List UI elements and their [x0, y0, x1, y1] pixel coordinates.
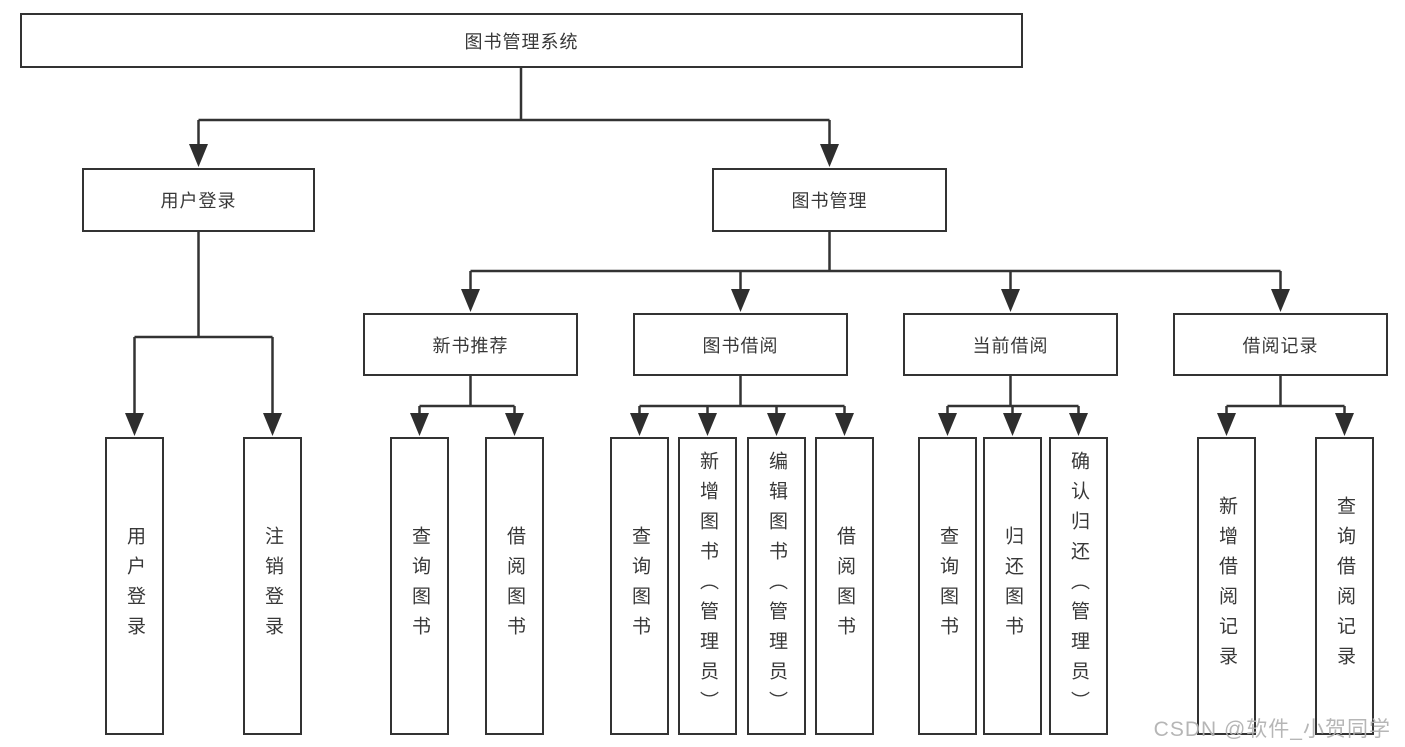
leaf-records-add-record-label: 新增借阅记录: [1216, 496, 1237, 676]
watermark: CSDN @软件_小贺同学: [1153, 718, 1391, 741]
leaf-user-login-label: 用户登录: [124, 526, 145, 646]
leaf-records-query-record-label: 查询借阅记录: [1334, 496, 1355, 676]
leaf-current-query-books-label: 查询图书: [937, 526, 958, 646]
node-book-borrowing: 图书借阅: [633, 313, 848, 376]
leaf-borrow-borrow-books-label: 借阅图书: [834, 526, 855, 646]
leaf-newrec-query-books-label: 查询图书: [409, 526, 430, 646]
leaf-borrow-edit-books-admin-label: 编辑图书（管理员）: [766, 451, 787, 721]
leaf-newrec-borrow-books: 借阅图书: [485, 437, 544, 735]
node-borrowing-records: 借阅记录: [1173, 313, 1388, 376]
node-borrowing-records-label: 借阅记录: [1242, 335, 1319, 356]
leaf-logout: 注销登录: [243, 437, 302, 735]
node-user-login-label: 用户登录: [160, 191, 237, 211]
node-new-book-recommend: 新书推荐: [363, 313, 578, 376]
arrowheads: [125, 144, 1354, 436]
leaf-borrow-add-books-admin: 新增图书（管理员）: [678, 437, 737, 735]
node-book-management-system-label: 图书管理系统: [464, 31, 579, 52]
leaf-records-add-record: 新增借阅记录: [1197, 437, 1256, 735]
leaf-borrow-add-books-admin-label: 新增图书（管理员）: [697, 451, 718, 721]
node-user-login: 用户登录: [82, 168, 315, 232]
leaf-current-query-books: 查询图书: [918, 437, 977, 735]
leaf-current-return-books-label: 归还图书: [1002, 526, 1023, 646]
leaf-newrec-query-books: 查询图书: [390, 437, 449, 735]
leaf-records-query-record: 查询借阅记录: [1315, 437, 1374, 735]
leaf-user-login: 用户登录: [105, 437, 164, 735]
leaf-borrow-edit-books-admin: 编辑图书（管理员）: [747, 437, 806, 735]
node-current-borrowing: 当前借阅: [903, 313, 1118, 376]
node-book-borrowing-label: 图书借阅: [702, 335, 779, 356]
leaf-borrow-query-books-label: 查询图书: [629, 526, 650, 646]
node-book-management: 图书管理: [712, 168, 947, 232]
leaf-borrow-query-books: 查询图书: [610, 437, 669, 735]
leaf-current-return-books: 归还图书: [983, 437, 1042, 735]
leaf-borrow-borrow-books: 借阅图书: [815, 437, 874, 735]
leaf-logout-label: 注销登录: [262, 526, 283, 646]
node-new-book-recommend-label: 新书推荐: [432, 335, 509, 356]
node-current-borrowing-label: 当前借阅: [972, 335, 1049, 356]
leaf-current-confirm-return-admin-label: 确认归还（管理员）: [1068, 451, 1089, 721]
leaf-newrec-borrow-books-label: 借阅图书: [504, 526, 525, 646]
leaf-current-confirm-return-admin: 确认归还（管理员）: [1049, 437, 1108, 735]
node-book-management-label: 图书管理: [791, 191, 868, 211]
node-book-management-system: 图书管理系统: [20, 13, 1023, 68]
